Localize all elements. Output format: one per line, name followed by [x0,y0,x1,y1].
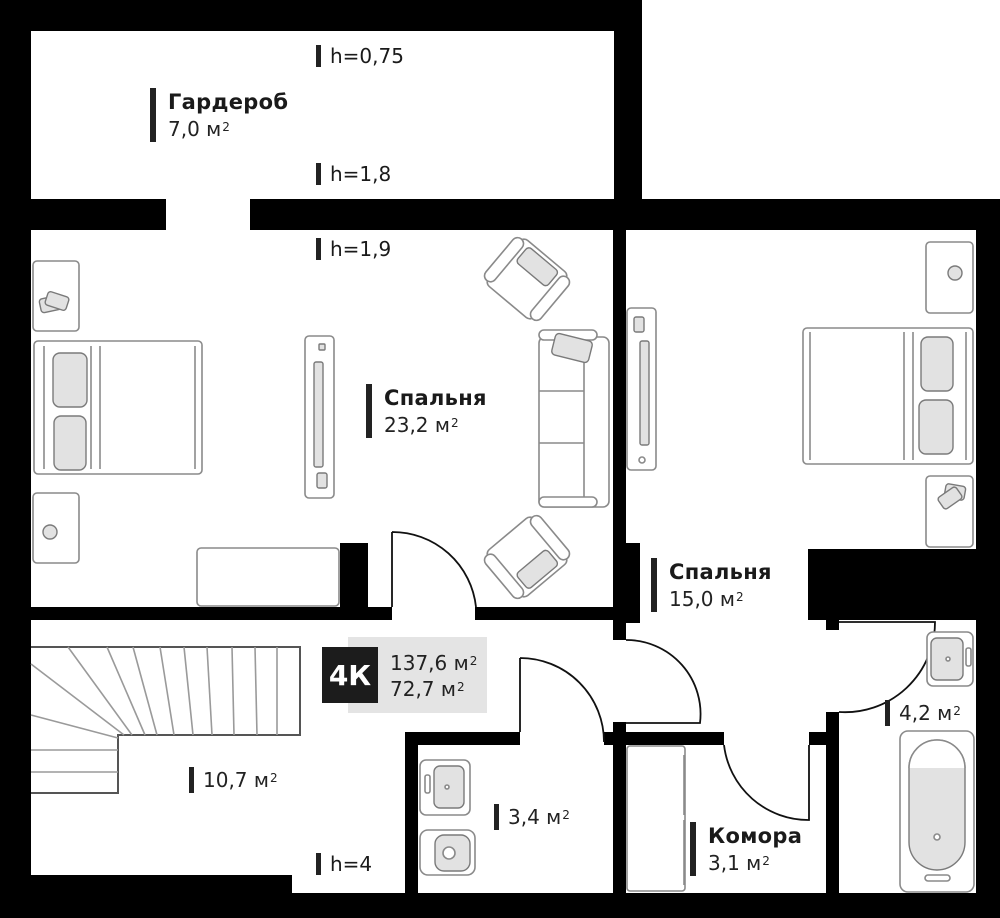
room-area: 23,2 м2 [384,413,459,437]
room-name: Гардероб [168,90,289,114]
room-label-bathroom: 4,2 м2 [885,700,961,726]
height-label-hall: h=4 [316,853,372,875]
apartment-summary: 4К 137,6 м2 72,7 м2 [322,637,488,713]
label-marker [494,804,499,830]
wc-fixtures [419,759,476,876]
label-marker [189,767,194,793]
label-marker [316,238,321,260]
height-label-wardrobe-top: h=0,75 [316,45,404,67]
label-marker [651,558,657,612]
label-marker [150,88,156,142]
room-label-wardrobe: Гардероб 7,0 м2 [150,88,288,142]
height-label-wardrobe-bottom: h=1,8 [316,163,391,185]
total-area: 137,6 м2 [390,651,478,675]
storage-shelf [626,745,686,892]
label-marker [316,853,321,875]
room-area: 3,1 м2 [708,851,770,875]
height-value: h=0,75 [330,44,404,68]
bedroom-second-furniture [626,241,974,548]
room-name: Комора [708,824,803,848]
label-marker [316,45,321,67]
label-marker [885,700,890,726]
room-name: Спальня [669,560,772,584]
room-label-storage: Комора 3,1 м2 [690,822,802,876]
height-value: h=1,9 [330,237,392,261]
label-marker [366,384,372,438]
room-label-hall: 10,7 м2 [189,767,278,793]
room-area: 4,2 м2 [899,701,961,725]
label-marker [316,163,321,185]
room-area: 3,4 м2 [508,805,570,829]
height-value: h=1,8 [330,162,392,186]
room-area: 10,7 м2 [203,768,278,792]
room-label-bedroom-main: Спальня 23,2 м2 [366,384,487,438]
living-area: 72,7 м2 [390,677,465,701]
height-label-bedroom-top: h=1,9 [316,238,391,260]
height-value: h=4 [330,852,373,876]
unit-type-badge: 4К [322,647,378,703]
label-marker [690,822,696,876]
bathroom-fixtures [899,631,975,893]
room-area: 15,0 м2 [669,587,744,611]
room-label-wc: 3,4 м2 [494,804,570,830]
bedroom-main-furniture [32,236,610,607]
room-label-bedroom-second: Спальня 15,0 м2 [651,558,772,612]
room-area: 7,0 м2 [168,117,230,141]
room-name: Спальня [384,386,487,410]
staircase [30,646,301,794]
